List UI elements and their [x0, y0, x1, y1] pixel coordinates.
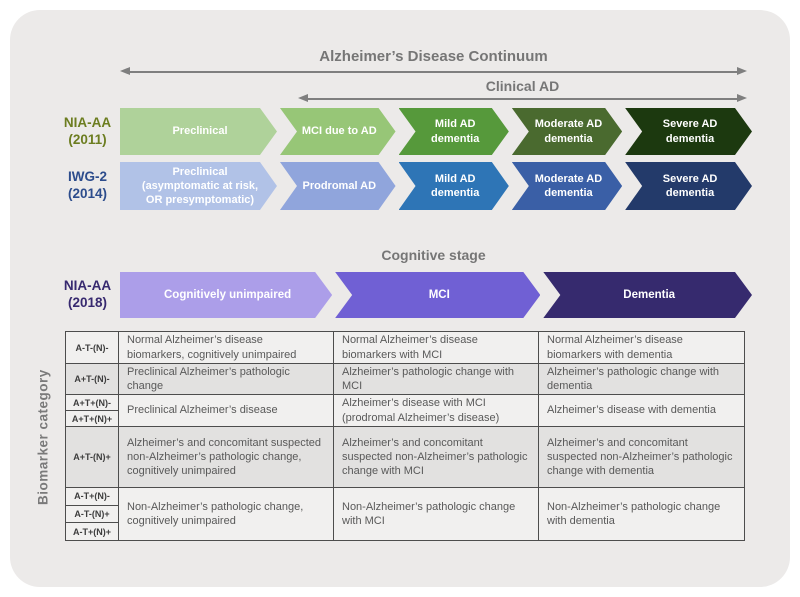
segment-label: MCI — [428, 288, 450, 301]
cell-cognitively-unimpaired: Alzheimer’s and concomitant suspected no… — [119, 427, 334, 487]
continuum-span-arrow — [120, 67, 747, 76]
cell-dementia: Non-Alzheimer’s pathologic change with d… — [547, 500, 721, 527]
segment-mci: MCI — [335, 272, 540, 318]
biomarker-code-cell: A+T+(N)- A+T+(N)+ — [66, 395, 119, 426]
segment-label: Preclinical (asymptomatic at risk, OR pr… — [141, 165, 259, 207]
arrow-left-head-icon — [298, 94, 308, 102]
row-label-line1: NIA-AA — [63, 278, 112, 294]
figure-card: Alzheimer’s Disease Continuum Clinical A… — [10, 10, 790, 587]
cell-cognitively-unimpaired: Non-Alzheimer’s pathologic change, cogni… — [119, 488, 334, 540]
segment-label: Mild AD dementia — [431, 172, 480, 199]
segment-label: Dementia — [623, 288, 676, 301]
biomarker-code-cell: A-T-(N)- — [66, 332, 119, 363]
biomarker-code: A+T-(N)+ — [73, 452, 111, 462]
clinical-ad-heading: Clinical AD — [485, 78, 560, 94]
segment-label: MCI due to AD — [301, 125, 377, 138]
segment-preclinical-asymptomatic: Preclinical (asymptomatic at risk, OR pr… — [120, 162, 277, 210]
row-label-line2: (2011) — [68, 131, 107, 147]
segment-label: Moderate AD dementia — [534, 172, 603, 199]
continuum-heading: Alzheimer’s Disease Continuum — [319, 48, 548, 65]
clinical-ad-span-arrow — [298, 94, 747, 103]
cell-cognitively-unimpaired: Preclinical Alzheimer’s pathologic chang… — [119, 364, 334, 394]
cognitive-stage-heading: Cognitive stage — [381, 247, 486, 263]
segments-niaaa-2011: Preclinical MCI due to AD Mild AD dement… — [120, 108, 755, 155]
segment-label: Severe AD dementia — [662, 118, 718, 145]
row-label-line2: (2014) — [67, 186, 108, 201]
row-label-line2: (2018) — [67, 295, 108, 310]
segment-dementia: Dementia — [543, 272, 752, 318]
table-row: A+T-(N)+ Alzheimer’s and concomitant sus… — [66, 426, 744, 487]
segment-moderate-ad-dementia: Moderate AD dementia — [512, 108, 622, 155]
biomarker-code: A+T+(N)+ — [66, 410, 118, 426]
row-label-niaaa-2011: NIA-AA (2011) — [55, 108, 120, 155]
row-label-niaaa-2018: NIA-AA (2018) — [55, 272, 120, 318]
stage-row-niaaa-2011: NIA-AA (2011) Preclinical MCI due to AD … — [55, 108, 755, 155]
arrow-right-head-icon — [737, 67, 747, 75]
biomarker-table: A-T-(N)- Normal Alzheimer’s disease biom… — [65, 331, 745, 541]
cell-mci: Alzheimer’s and concomitant suspected no… — [334, 427, 539, 487]
segment-moderate-ad-dementia: Moderate AD dementia — [512, 162, 622, 210]
segment-label: Cognitively unimpaired — [163, 288, 292, 301]
segment-preclinical: Preclinical — [120, 108, 277, 155]
cell-dementia: Alzheimer’s pathologic change with demen… — [547, 365, 720, 392]
biomarker-code: A-T+(N)- — [74, 491, 110, 502]
stage-row-iwg2-2014: IWG-2 (2014) Preclinical (asymptomatic a… — [55, 162, 755, 210]
biomarker-code-cell: A+T-(N)+ — [66, 427, 119, 487]
segment-label: Severe AD dementia — [662, 172, 718, 199]
cell-mci: Normal Alzheimer’s disease biomarkers wi… — [334, 332, 539, 363]
segment-label: Mild AD dementia — [431, 118, 480, 145]
biomarker-code-cell: A+T-(N)- — [66, 364, 119, 394]
biomarker-code: A-T-(N)- — [75, 342, 109, 353]
row-label-line1: NIA-AA — [63, 114, 112, 130]
segment-mild-ad-dementia: Mild AD dementia — [399, 108, 509, 155]
table-row: A-T+(N)- A-T-(N)+ A-T+(N)+ Non-Alzheimer… — [66, 487, 744, 540]
segments-niaaa-2018: Cognitively unimpaired MCI Dementia — [120, 272, 755, 318]
cell-dementia: Normal Alzheimer’s disease biomarkers wi… — [547, 334, 683, 361]
biomarker-code-cell: A-T+(N)- A-T-(N)+ A-T+(N)+ — [66, 488, 119, 540]
arrow-right-head-icon — [737, 94, 747, 102]
arrow-left-head-icon — [120, 67, 130, 75]
arrow-shaft — [127, 70, 740, 73]
cell-dementia: Alzheimer’s and concomitant suspected no… — [547, 436, 733, 478]
cell-mci: Non-Alzheimer’s pathologic change with M… — [334, 488, 539, 540]
table-row: A+T+(N)- A+T+(N)+ Preclinical Alzheimer’… — [66, 394, 744, 426]
segment-severe-ad-dementia: Severe AD dementia — [625, 108, 752, 155]
stage-row-niaaa-2018: NIA-AA (2018) Cognitively unimpaired MCI… — [55, 272, 755, 318]
cell-mci: Alzheimer’s pathologic change with MCI — [334, 364, 539, 394]
segment-mild-ad-dementia: Mild AD dementia — [399, 162, 509, 210]
table-row: A-T-(N)- Normal Alzheimer’s disease biom… — [66, 332, 744, 363]
segment-severe-ad-dementia: Severe AD dementia — [625, 162, 752, 210]
biomarker-code: A+T+(N)- — [73, 397, 111, 408]
cell-cognitively-unimpaired: Preclinical Alzheimer’s disease — [119, 395, 334, 426]
segment-cognitively-unimpaired: Cognitively unimpaired — [120, 272, 332, 318]
table-row: A+T-(N)- Preclinical Alzheimer’s patholo… — [66, 363, 744, 394]
cell-dementia: Alzheimer’s disease with dementia — [547, 404, 716, 417]
biomarker-code: A-T+(N)+ — [66, 522, 118, 540]
biomarker-code: A-T-(N)+ — [66, 504, 118, 523]
segment-mci-due-to-ad: MCI due to AD — [280, 108, 396, 155]
biomarker-category-axis-label: Biomarker category — [35, 369, 51, 505]
segments-iwg2-2014: Preclinical (asymptomatic at risk, OR pr… — [120, 162, 755, 210]
segment-label: Preclinical — [172, 125, 228, 138]
arrow-shaft — [305, 97, 740, 100]
segment-prodromal-ad: Prodromal AD — [280, 162, 396, 210]
segment-label: Prodromal AD — [302, 179, 377, 192]
biomarker-code: A+T-(N)- — [74, 374, 110, 384]
cell-cognitively-unimpaired: Normal Alzheimer’s disease biomarkers, c… — [119, 332, 334, 363]
segment-label: Moderate AD dementia — [534, 118, 603, 145]
row-label-line1: IWG-2 — [68, 169, 107, 185]
cell-mci: Alzheimer’s disease with MCI (prodromal … — [334, 395, 539, 426]
row-label-iwg2-2014: IWG-2 (2014) — [55, 162, 120, 210]
